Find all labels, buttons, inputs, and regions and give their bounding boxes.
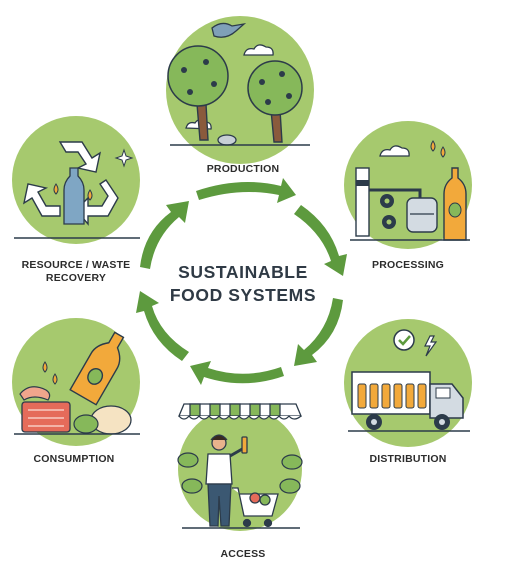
center-title-line2: FOOD SYSTEMS xyxy=(170,285,316,305)
bottles-cargo xyxy=(357,383,427,409)
droplet-icon xyxy=(430,140,436,152)
tree-icon xyxy=(247,60,303,143)
pipe xyxy=(369,188,422,200)
shopping-cart-icon xyxy=(232,487,279,528)
droplet-icon xyxy=(52,373,58,385)
cycle-arrow-bottom xyxy=(190,361,284,385)
label-consumption: CONSUMPTION xyxy=(34,453,115,465)
checkmark-icon xyxy=(393,329,415,351)
production-illustration xyxy=(166,16,314,164)
cycle-arrow-lower-right xyxy=(294,298,343,366)
leaf-icon xyxy=(279,478,301,494)
center-title-line1: SUSTAINABLE xyxy=(178,262,308,282)
cycle-arrow-upper-left xyxy=(140,201,189,269)
recycle-icon xyxy=(22,141,119,226)
droplet-icon xyxy=(87,189,93,201)
sparkle-icon xyxy=(114,148,134,168)
droplet-icon xyxy=(440,146,446,158)
shrimp-icon xyxy=(19,386,51,401)
rock-icon xyxy=(217,134,237,146)
oil-bottle-icon xyxy=(69,331,125,406)
droplet-icon xyxy=(42,361,48,373)
recovery-illustration xyxy=(12,116,140,244)
access-badge xyxy=(178,407,302,531)
label-production: PRODUCTION xyxy=(207,163,280,175)
access-illustration xyxy=(177,403,303,531)
leaf-icon xyxy=(177,452,199,468)
market-awning xyxy=(178,403,302,420)
label-recovery-line2: RECOVERY xyxy=(46,272,106,284)
consumption-illustration xyxy=(12,318,140,446)
distribution-illustration xyxy=(344,319,472,447)
tree-icon xyxy=(167,45,229,141)
shopper-person-icon xyxy=(205,434,248,527)
cycle-arrow-upper-right xyxy=(294,205,347,276)
processing-badge xyxy=(344,121,472,249)
lettuce-icon xyxy=(73,414,99,434)
cloud-icon xyxy=(379,145,410,157)
leaf-icon xyxy=(181,478,203,494)
processing-illustration xyxy=(344,121,472,249)
leaf-icon xyxy=(281,454,303,470)
bird-icon xyxy=(211,22,247,38)
processing-tank xyxy=(406,197,438,233)
label-processing: PROCESSING xyxy=(372,259,444,271)
label-distribution: DISTRIBUTION xyxy=(369,453,446,465)
factory-chimney xyxy=(355,167,370,237)
cycle-arrow-lower-left xyxy=(136,291,189,361)
plastic-bottle-icon xyxy=(63,167,85,225)
label-access: ACCESS xyxy=(221,548,266,560)
cycle-arrow-top xyxy=(196,178,296,203)
cloud-icon xyxy=(243,44,274,56)
lightning-icon xyxy=(424,335,438,357)
label-recovery-line1: RESOURCE / WASTE xyxy=(22,259,131,271)
cycle-arrows xyxy=(136,178,347,385)
droplet-icon xyxy=(53,183,59,195)
